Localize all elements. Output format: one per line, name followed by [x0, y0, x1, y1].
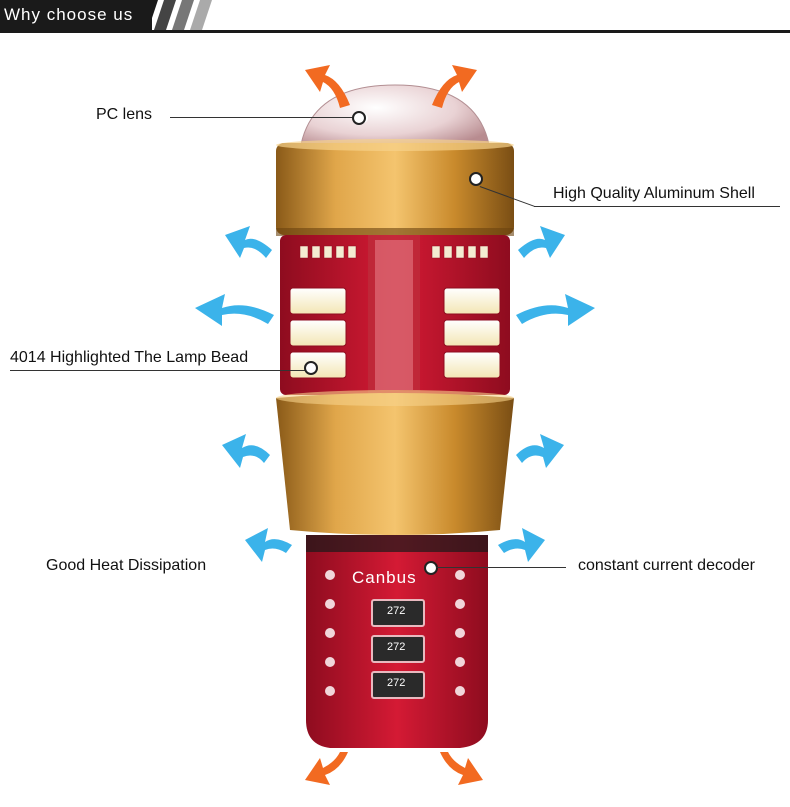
callout-dot-decoder — [424, 561, 438, 575]
airflow-arrow-right-1 — [518, 226, 565, 258]
leader-decoder — [436, 567, 566, 568]
callout-pc-lens: PC lens — [96, 106, 153, 123]
heat-arrow-bottom-right — [440, 752, 483, 785]
bottom-aluminum-heatsink — [276, 390, 514, 535]
heat-arrows-orange — [305, 65, 483, 785]
resistor-code-1: 272 — [387, 605, 406, 617]
callout-dot-lamp-bead — [304, 361, 318, 375]
section-header: Why choose us — [0, 0, 790, 34]
leader-lamp-bead — [10, 370, 308, 371]
top-aluminum-shell — [276, 139, 514, 236]
callout-heat-dissipation: Good Heat Dissipation — [46, 557, 207, 574]
header-title-background — [0, 0, 152, 30]
callout-decoder: constant current decoder — [578, 557, 755, 574]
header-title: Why choose us — [4, 5, 134, 24]
callout-dot-aluminum-shell — [469, 172, 483, 186]
header-stripes-decoration — [140, 0, 212, 30]
callout-lamp-bead: 4014 Highlighted The Lamp Bead — [10, 349, 249, 366]
callout-aluminum-shell: High Quality Aluminum Shell — [553, 185, 755, 202]
leader-aluminum-shell — [534, 206, 780, 207]
airflow-arrow-left-3 — [222, 434, 270, 468]
leader-pc-lens — [170, 117, 356, 118]
airflow-arrow-right-2 — [516, 294, 595, 326]
canbus-decoder-base — [306, 535, 488, 748]
led-board-section — [280, 235, 510, 395]
airflow-arrow-left-2 — [195, 294, 274, 326]
airflow-arrow-left-1 — [225, 226, 272, 258]
airflow-arrow-right-4 — [498, 528, 545, 562]
airflow-arrows-blue — [195, 226, 595, 562]
resistor-code-2: 272 — [387, 641, 406, 653]
canbus-board-label: Canbus — [352, 568, 417, 587]
heat-arrow-top-left — [305, 65, 350, 108]
airflow-arrow-left-4 — [245, 528, 292, 562]
heat-arrow-bottom-left — [305, 752, 348, 785]
heat-arrow-top-right — [432, 65, 477, 108]
resistor-code-3: 272 — [387, 677, 406, 689]
airflow-arrow-right-3 — [516, 434, 564, 468]
header-rule — [0, 30, 790, 33]
callout-dot-pc-lens — [352, 111, 366, 125]
